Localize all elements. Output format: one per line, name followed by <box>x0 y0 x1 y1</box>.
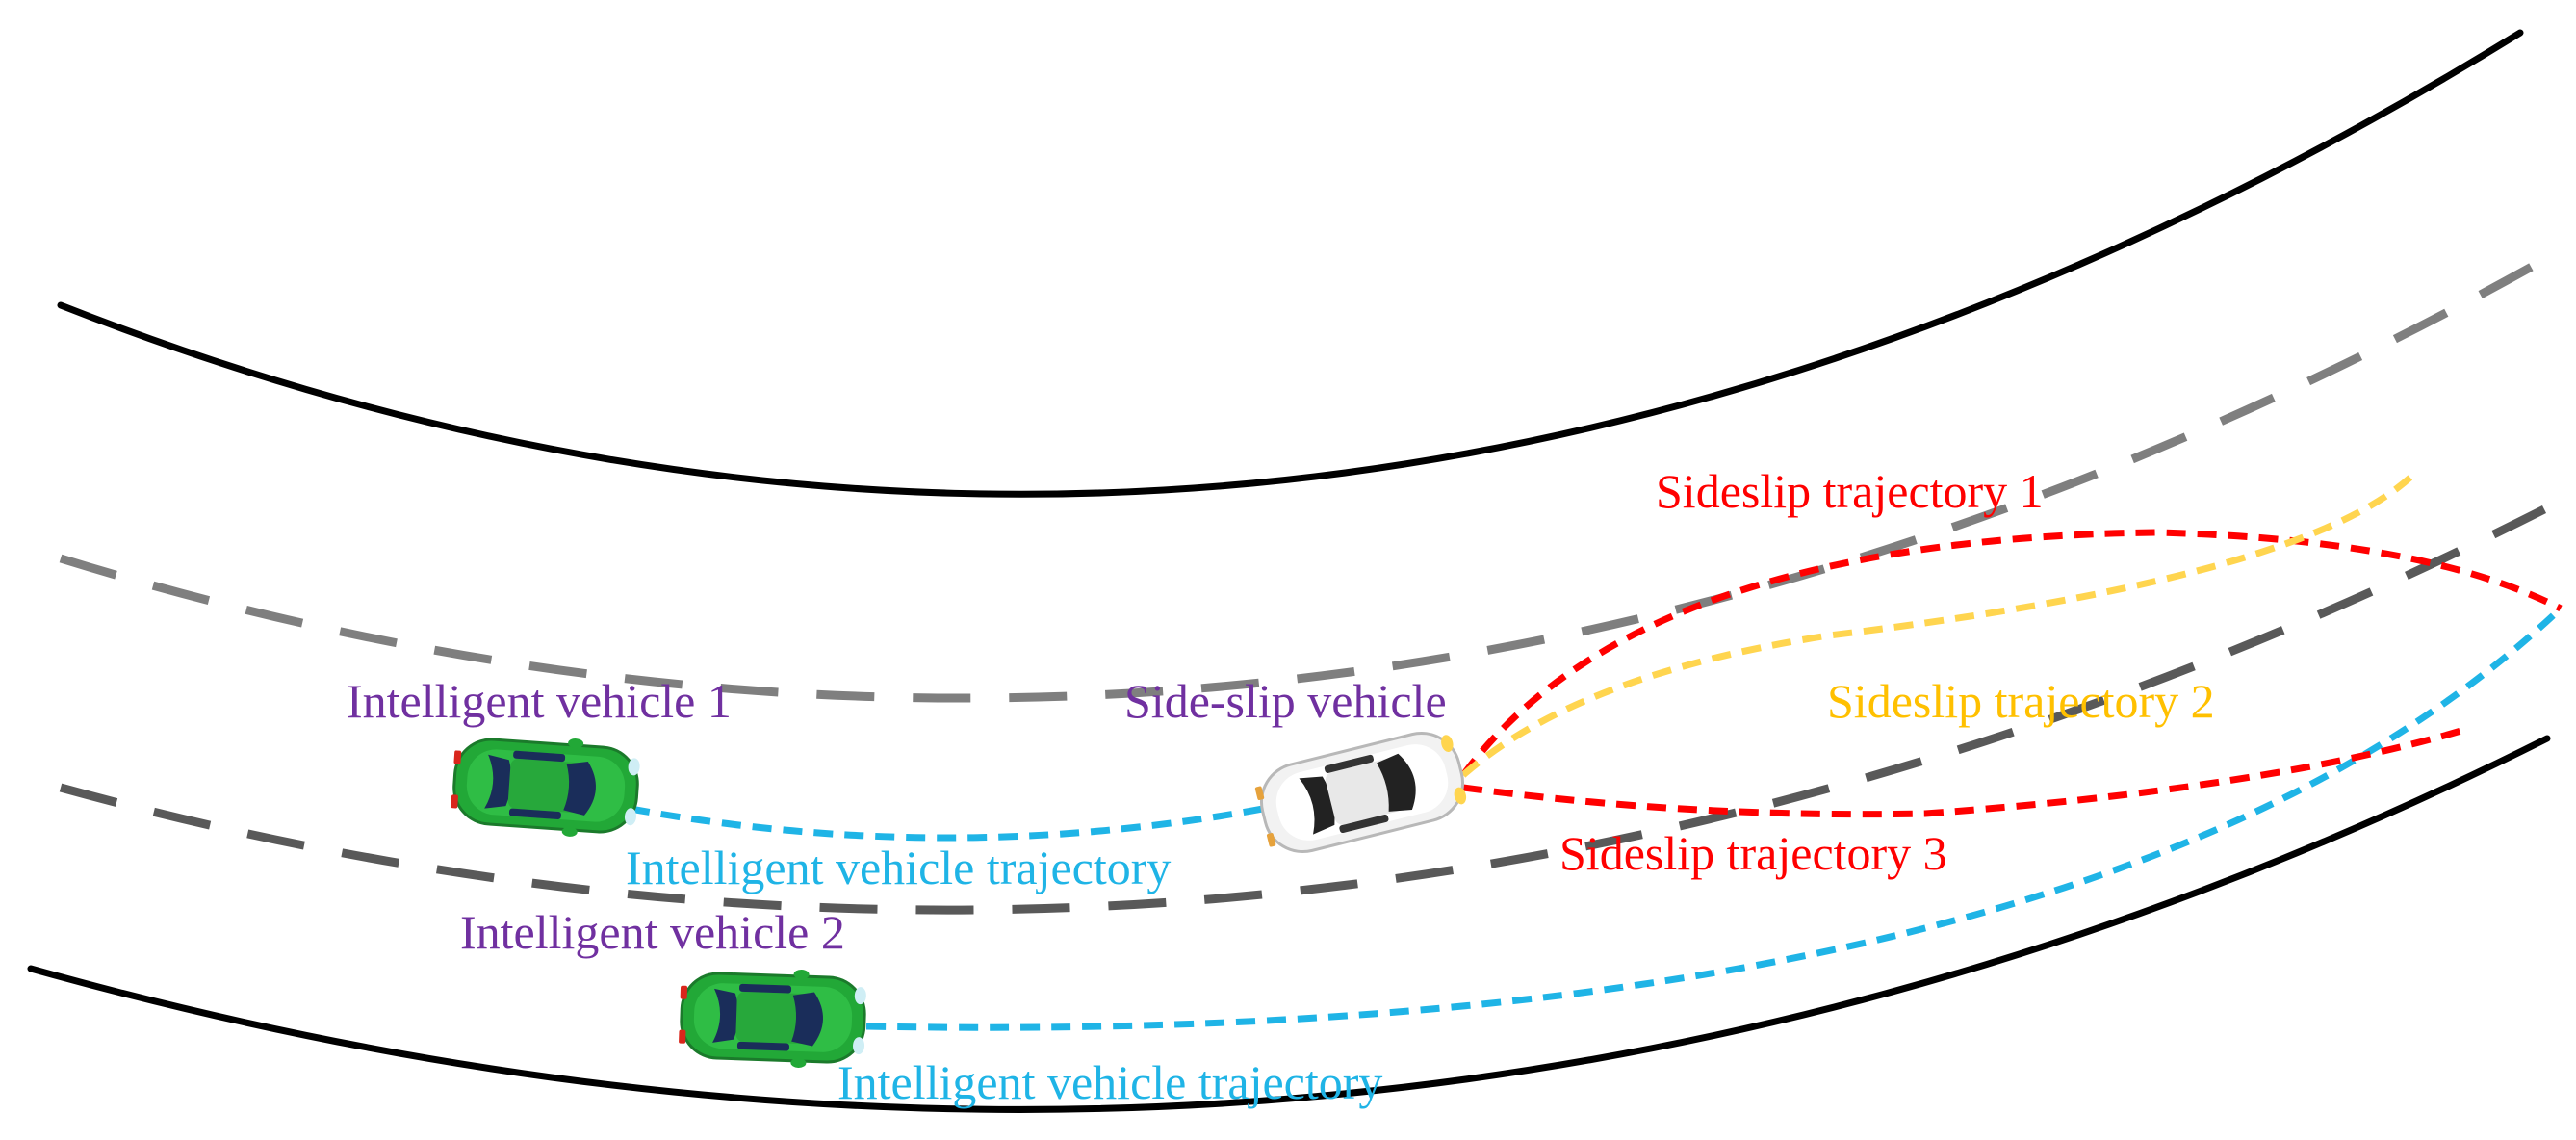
label-intelligent-vehicle-trajectory-1: Intelligent vehicle trajectory <box>626 841 1171 894</box>
lane-divider-lower <box>59 505 2547 915</box>
intelligent-vehicle-1-car-icon <box>448 728 643 843</box>
intelligent-vehicle-2-trajectory <box>865 606 2563 1031</box>
label-sideslip-trajectory-3: Sideslip trajectory 3 <box>1559 826 1947 880</box>
sideslip-trajectory-2-path <box>1460 469 2419 778</box>
road-edge-inner <box>27 735 2551 1113</box>
label-sideslip-trajectory-1: Sideslip trajectory 1 <box>1656 464 2044 518</box>
sideslip-trajectory-3-path <box>1462 726 2465 818</box>
label-sideslip-trajectory-2: Sideslip trajectory 2 <box>1827 674 2215 728</box>
label-intelligent-vehicle-2: Intelligent vehicle 2 <box>460 905 845 959</box>
road-edge-outer <box>57 29 2524 498</box>
intelligent-vehicle-1-trajectory <box>630 805 1264 842</box>
lane-divider-upper <box>59 263 2535 703</box>
label-intelligent-vehicle-1: Intelligent vehicle 1 <box>347 674 732 728</box>
label-intelligent-vehicle-trajectory-2: Intelligent vehicle trajectory <box>837 1055 1382 1109</box>
label-side-slip-vehicle: Side-slip vehicle <box>1124 674 1447 728</box>
side-slip-vehicle-car-icon <box>1249 723 1473 863</box>
sideslip-trajectory-1-path <box>1460 529 2563 778</box>
